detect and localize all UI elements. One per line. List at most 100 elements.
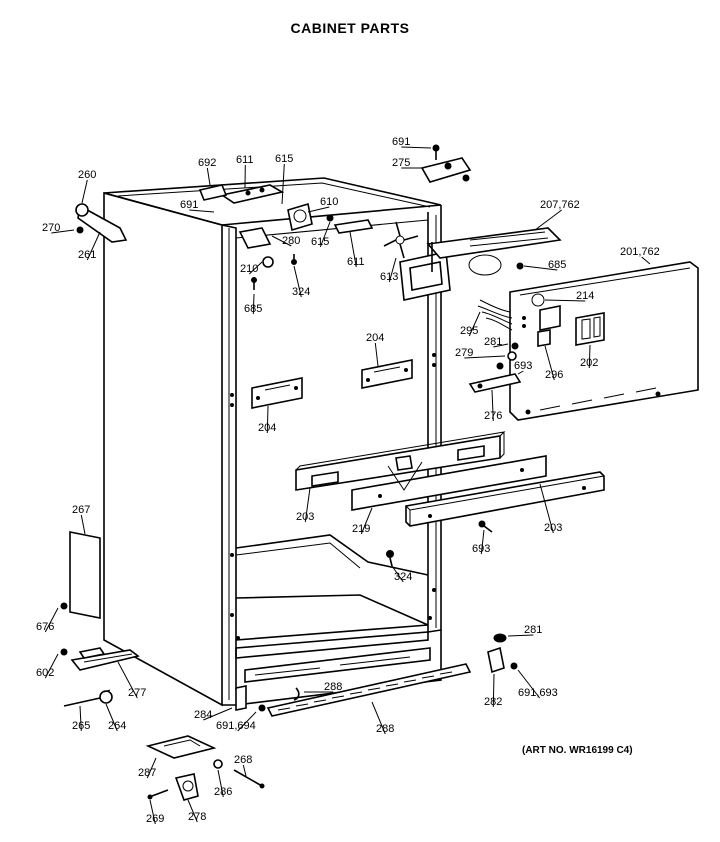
part-callout-281-a: 281 xyxy=(484,336,502,348)
part-callout-280: 280 xyxy=(282,235,300,247)
part-callout-207-762: 207,762 xyxy=(540,199,580,211)
leader-line-287 xyxy=(146,757,157,779)
leader-line-295 xyxy=(468,311,481,337)
leader-line-201-762 xyxy=(641,256,651,265)
leader-line-281-a xyxy=(493,343,509,348)
leader-line-610 xyxy=(307,206,330,213)
leader-line-265 xyxy=(79,705,82,732)
part-callout-610: 610 xyxy=(320,196,338,208)
roller-264-265 xyxy=(63,689,113,707)
leader-line-693-b xyxy=(480,529,485,555)
leader-line-260 xyxy=(81,179,88,204)
part-callout-615-b: 615 xyxy=(311,236,329,248)
part-callout-691-694: 691,694 xyxy=(216,720,256,732)
part-callout-201-762: 201,762 xyxy=(620,246,660,258)
leader-line-685-b xyxy=(252,293,255,315)
part-callout-261: 261 xyxy=(78,249,96,261)
leader-line-615-a xyxy=(281,163,285,205)
fan-613 xyxy=(383,221,451,301)
bracket-287 xyxy=(145,735,223,769)
leader-line-268 xyxy=(242,764,247,777)
art-number: (ART NO. WR16199 C4) xyxy=(522,745,633,756)
leader-line-691-693 xyxy=(517,669,541,699)
control-panel-201 xyxy=(509,261,699,421)
part-callout-284: 284 xyxy=(194,709,212,721)
leader-line-204-a xyxy=(374,342,379,367)
leader-line-214 xyxy=(544,299,586,302)
part-callout-281-b: 281 xyxy=(524,624,542,636)
leader-line-281-b xyxy=(507,634,534,637)
part-callout-691-693: 691,693 xyxy=(518,687,558,699)
part-callout-278: 278 xyxy=(188,811,206,823)
thermostat-210 xyxy=(238,227,297,290)
part-callout-287: 287 xyxy=(138,767,156,779)
part-callout-324-b: 324 xyxy=(394,571,412,583)
handle-260 xyxy=(75,203,128,243)
leader-line-278 xyxy=(187,799,198,823)
bracket-204-left xyxy=(251,377,303,409)
mullion-203-lower xyxy=(405,471,605,527)
leader-line-288-b xyxy=(371,701,386,735)
heater-207 xyxy=(426,227,562,276)
part-callout-691-b: 691 xyxy=(180,199,198,211)
part-callout-203-a: 203 xyxy=(296,511,314,523)
leader-line-203-b xyxy=(539,483,554,534)
part-callout-692: 692 xyxy=(198,157,216,169)
parts-281-282 xyxy=(487,633,518,674)
leader-line-324-b xyxy=(391,565,404,583)
leader-line-270 xyxy=(51,229,75,234)
hinge-bracket-611 xyxy=(198,184,285,204)
leader-line-284 xyxy=(203,707,233,721)
part-callout-324-a: 324 xyxy=(292,286,310,298)
part-callout-268: 268 xyxy=(234,754,252,766)
part-callout-204-a: 204 xyxy=(366,332,384,344)
cover-267 xyxy=(60,531,101,619)
leader-line-691-b xyxy=(189,209,215,213)
leader-line-324-a xyxy=(293,265,302,298)
part-callout-267: 267 xyxy=(72,504,90,516)
support-219 xyxy=(351,455,547,511)
leader-line-267 xyxy=(80,514,86,535)
leader-line-676 xyxy=(44,607,59,633)
hinge-276 xyxy=(468,342,522,393)
part-callout-275: 275 xyxy=(392,157,410,169)
leader-line-282 xyxy=(492,673,495,708)
part-callout-264: 264 xyxy=(108,720,126,732)
bracket-204-right xyxy=(361,359,413,389)
leader-line-210 xyxy=(248,261,263,275)
leader-line-280 xyxy=(271,235,292,247)
part-callout-296: 296 xyxy=(545,369,563,381)
leader-line-602 xyxy=(44,653,59,679)
leader-line-692 xyxy=(206,167,211,186)
leader-line-685-a xyxy=(523,265,558,271)
part-callout-691-top: 691 xyxy=(392,136,410,148)
part-callout-203-b: 203 xyxy=(544,522,562,534)
screws-mid xyxy=(386,520,493,567)
part-callout-260: 260 xyxy=(78,169,96,181)
leader-line-611-b xyxy=(349,231,357,268)
part-callout-269: 269 xyxy=(146,813,164,825)
part-callout-613: 613 xyxy=(380,271,398,283)
cabinet-body xyxy=(103,177,442,707)
part-callout-288-a: 288 xyxy=(324,681,342,693)
hinge-275 xyxy=(420,144,472,183)
damper-610 xyxy=(287,202,374,234)
part-callout-210: 210 xyxy=(240,263,258,275)
leader-line-261 xyxy=(86,231,101,261)
leader-line-286 xyxy=(217,769,224,798)
leader-line-269 xyxy=(149,799,156,825)
leader-line-264 xyxy=(105,703,118,732)
leader-line-203-a xyxy=(304,487,311,523)
part-callout-288-b: 288 xyxy=(376,723,394,735)
rail-277 xyxy=(60,647,140,671)
part-callout-685-a: 685 xyxy=(548,259,566,271)
part-callout-611-a: 611 xyxy=(236,154,254,166)
leader-line-219 xyxy=(360,507,373,535)
leader-line-296 xyxy=(544,345,555,381)
mullion-203-upper xyxy=(295,431,506,491)
bracket-284 xyxy=(235,685,266,712)
part-callout-286: 286 xyxy=(214,786,232,798)
